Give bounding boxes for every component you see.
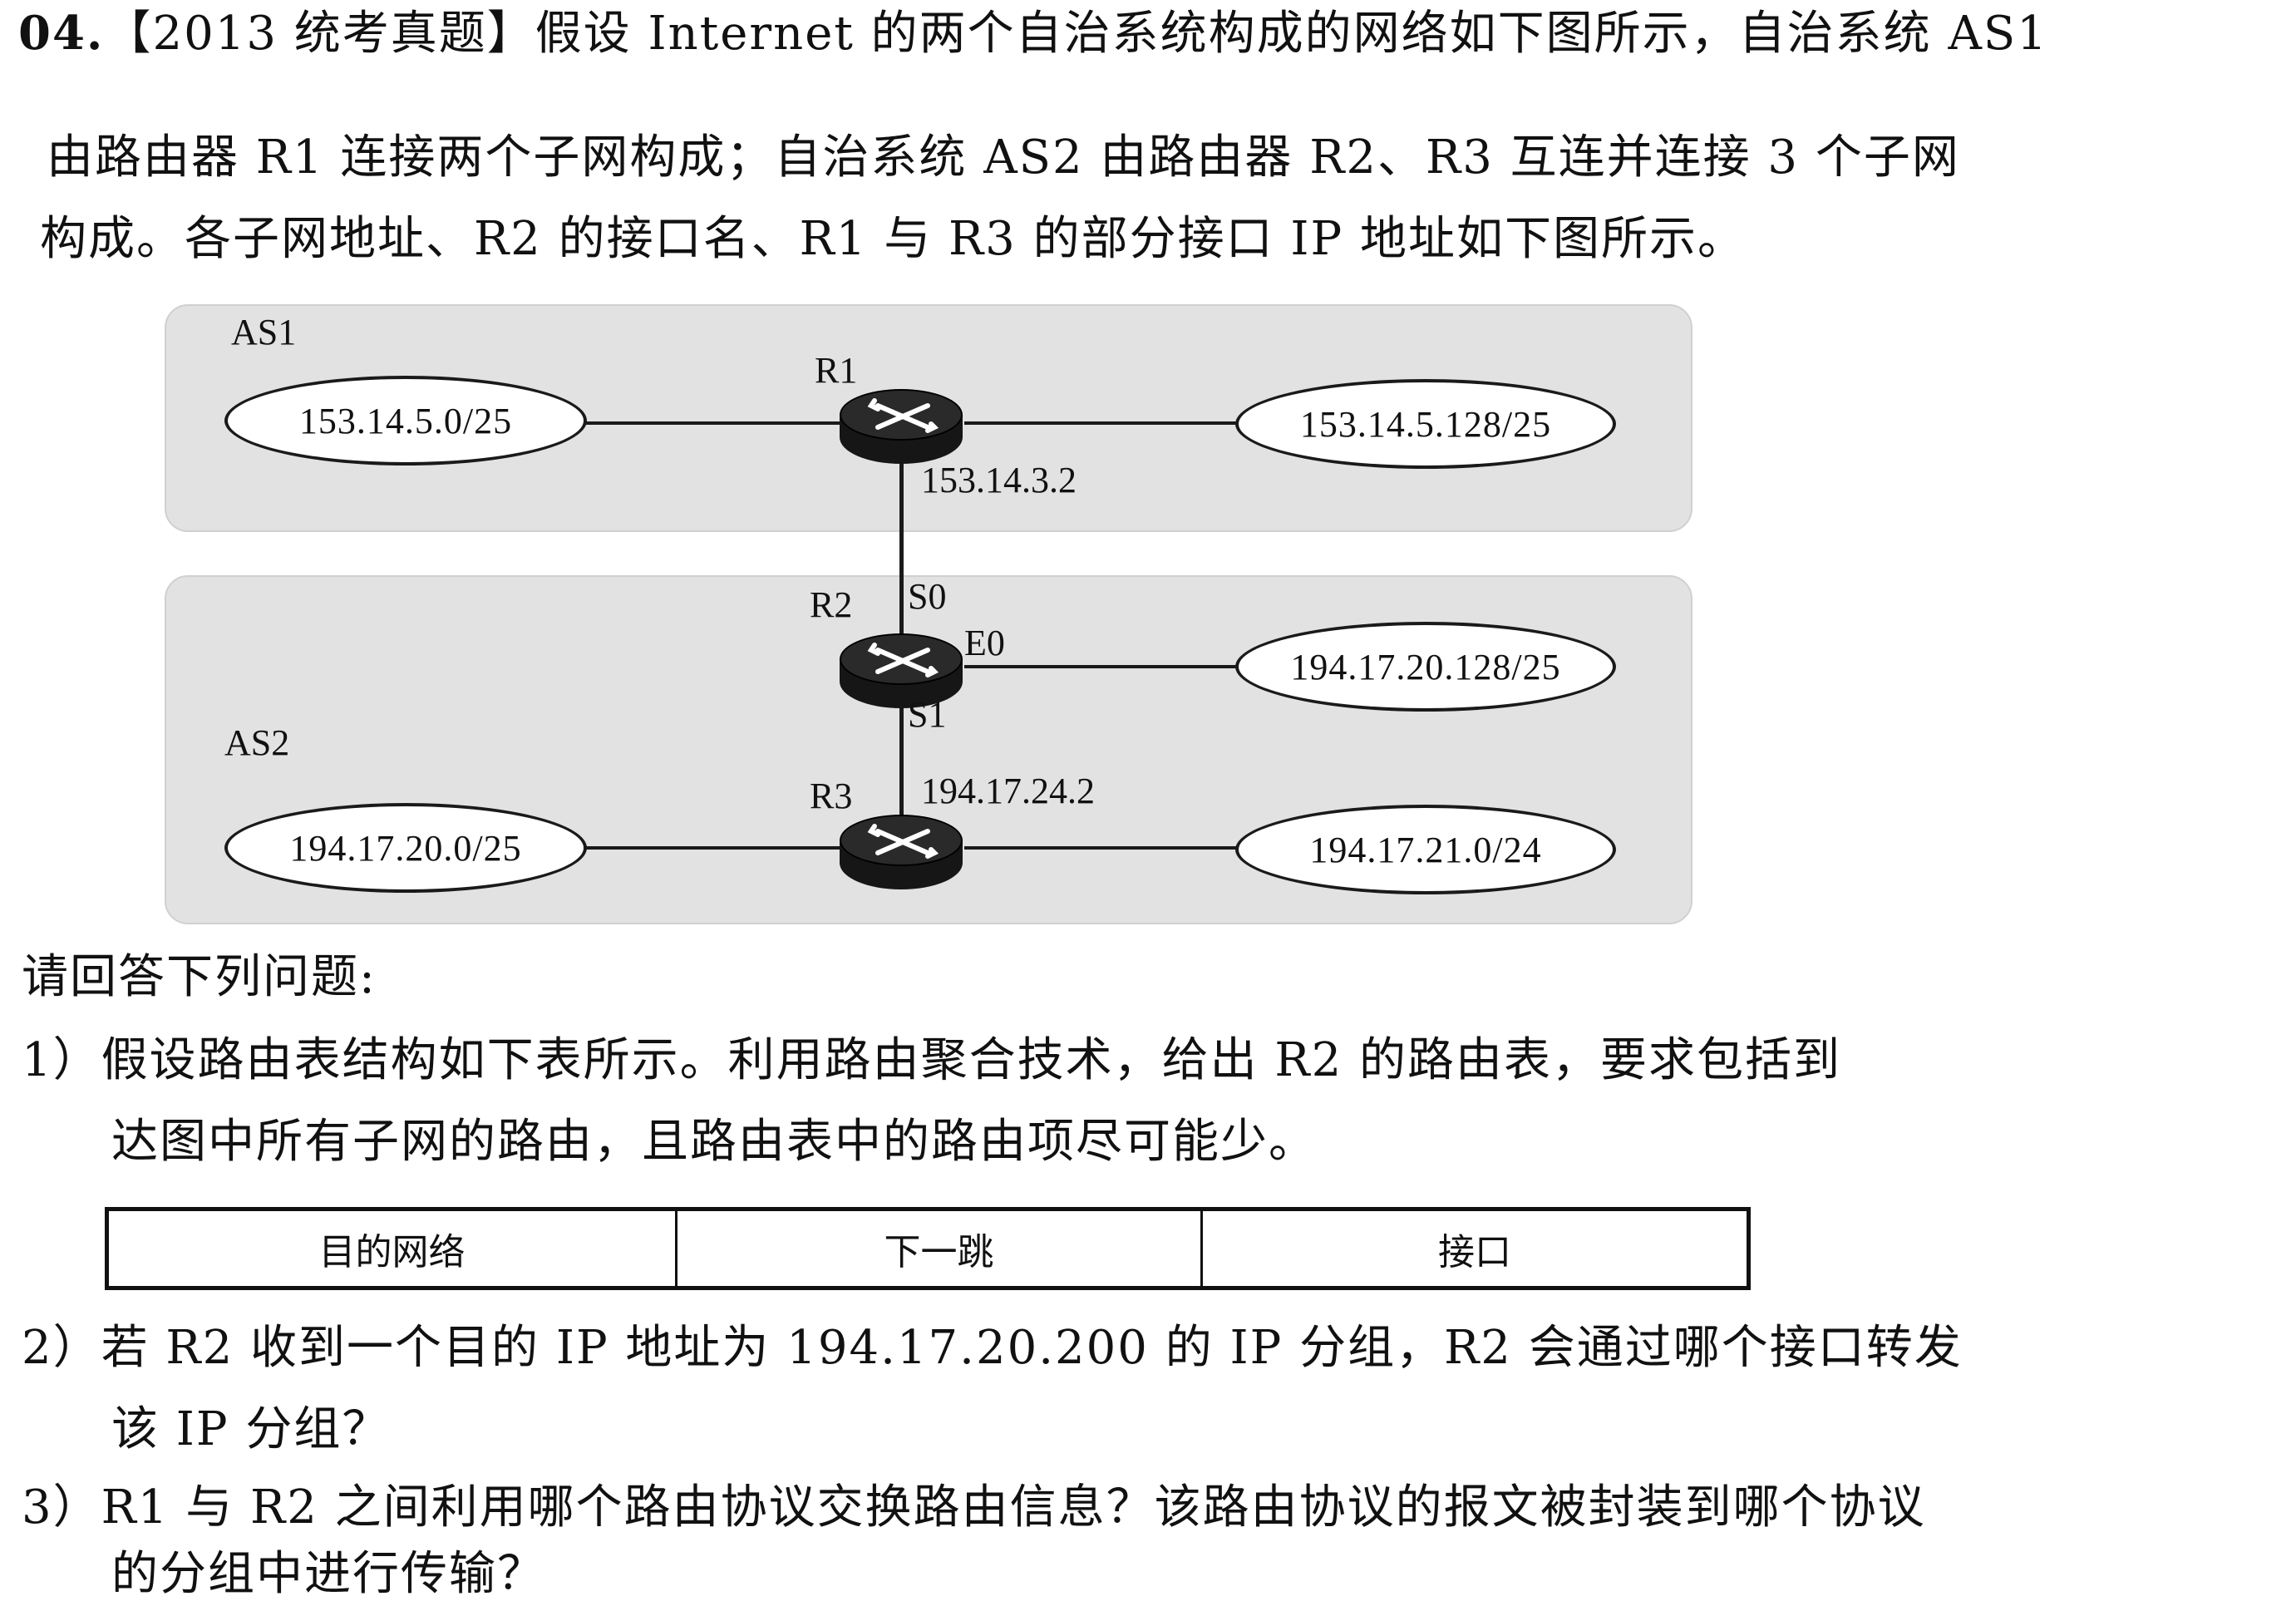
link-r3-right bbox=[964, 846, 1239, 850]
q3-line-1: 3）R1 与 R2 之间利用哪个路由协议交换路由信息？该路由协议的报文被封装到哪… bbox=[22, 1480, 1926, 1534]
link-r2-e0 bbox=[964, 665, 1239, 668]
router-label-r1: R1 bbox=[815, 350, 858, 391]
routing-table: 目的网络 下一跳 接口 bbox=[105, 1207, 1751, 1290]
table-header-next-hop: 下一跳 bbox=[677, 1211, 1203, 1286]
q2-line-2: 该 IP 分组？ bbox=[111, 1402, 391, 1456]
r3-interface-ip: 194.17.24.2 bbox=[921, 771, 1095, 811]
as2-label: AS2 bbox=[224, 722, 290, 763]
question-line-1: 04.【2013 统考真题】假设 Internet 的两个自治系统构成的网络如下… bbox=[18, 7, 2048, 61]
router-label-r2: R2 bbox=[810, 584, 853, 625]
question-line-2: 由路由器 R1 连接两个子网构成；自治系统 AS2 由路由器 R2、R3 互连并… bbox=[47, 131, 1960, 185]
link-r1-right bbox=[964, 421, 1239, 425]
q3-line-2: 的分组中进行传输？ bbox=[111, 1547, 545, 1601]
subnet-as2-right: 194.17.21.0/24 bbox=[1235, 805, 1616, 894]
table-header-interface: 接口 bbox=[1438, 1231, 1511, 1273]
question-text-1: 【2013 统考真题】假设 Internet 的两个自治系统构成的网络如下图所示… bbox=[104, 7, 2048, 61]
question-line-3: 构成。各子网地址、R2 的接口名、R1 与 R3 的部分接口 IP 地址如下图所… bbox=[40, 212, 1746, 266]
q1-line-2: 达图中所有子网的路由，且路由表中的路由项尽可能少。 bbox=[111, 1115, 1317, 1169]
router-r1 bbox=[840, 389, 963, 467]
table-header-destination: 目的网络 bbox=[109, 1211, 677, 1286]
r1-interface-ip: 153.14.3.2 bbox=[921, 460, 1077, 500]
router-cross-icon bbox=[867, 824, 939, 859]
router-cross-icon bbox=[867, 643, 939, 677]
r2-interface-s1: S1 bbox=[908, 694, 947, 735]
subnet-as2-e0: 194.17.20.128/25 bbox=[1235, 622, 1616, 712]
subnet-as1-right: 153.14.5.128/25 bbox=[1235, 379, 1616, 469]
router-cross-icon bbox=[867, 398, 939, 433]
router-label-r3: R3 bbox=[810, 776, 853, 816]
r2-interface-s0: S0 bbox=[908, 576, 947, 617]
router-r3 bbox=[840, 815, 963, 893]
subnet-as1-left: 153.14.5.0/25 bbox=[224, 376, 587, 466]
r2-interface-e0: E0 bbox=[964, 623, 1005, 663]
router-r2 bbox=[840, 633, 963, 712]
link-r2-r3 bbox=[899, 698, 904, 831]
question-number: 04. bbox=[18, 6, 105, 61]
link-r3-left bbox=[582, 846, 856, 850]
q2-line-1: 2）若 R2 收到一个目的 IP 地址为 194.17.20.200 的 IP … bbox=[22, 1321, 1963, 1375]
answer-prompt: 请回答下列问题: bbox=[22, 950, 377, 1004]
link-r1-r2 bbox=[899, 449, 904, 640]
link-r1-left bbox=[582, 421, 856, 425]
as1-label: AS1 bbox=[231, 312, 297, 352]
q1-line-1: 1）假设路由表结构如下表所示。利用路由聚合技术，给出 R2 的路由表，要求包括到 bbox=[22, 1033, 1842, 1087]
subnet-as2-left: 194.17.20.0/25 bbox=[224, 803, 587, 893]
